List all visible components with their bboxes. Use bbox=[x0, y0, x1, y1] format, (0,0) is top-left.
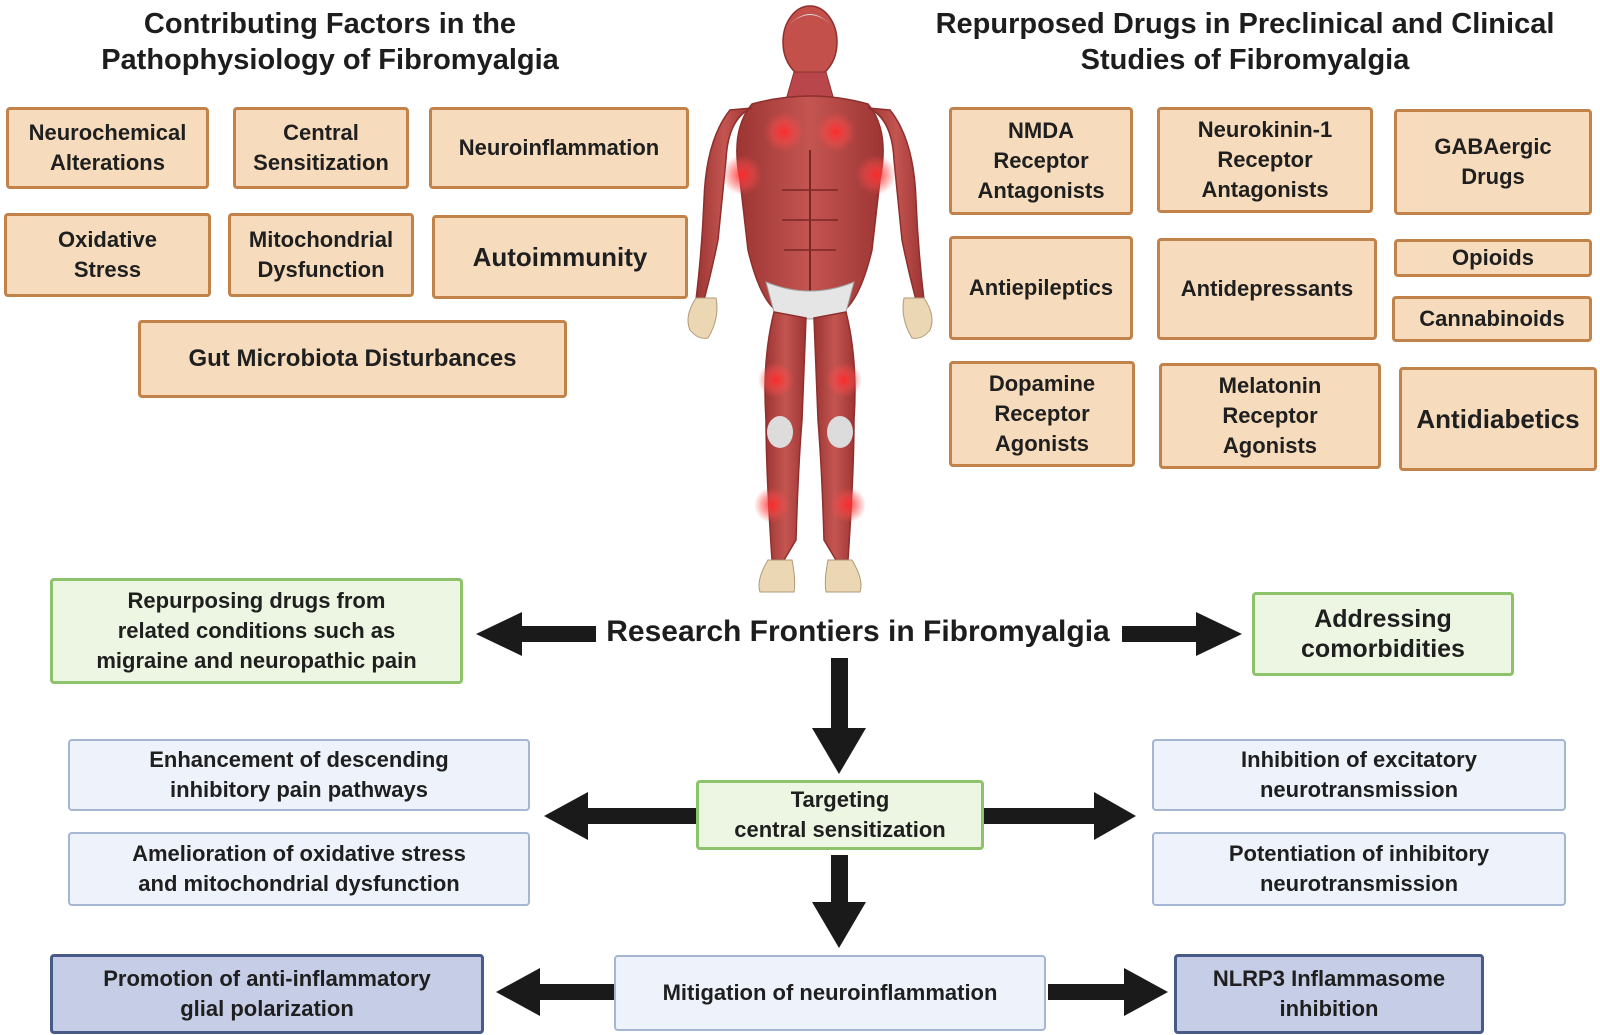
nlrp3-inhibition-box: NLRP3 Inflammasome inhibition bbox=[1174, 954, 1484, 1034]
pain-spot bbox=[758, 362, 794, 398]
excitatory-neurotransmission-box: Inhibition of excitatory neurotransmissi… bbox=[1152, 739, 1566, 811]
pain-spot bbox=[764, 112, 804, 152]
arrow-icon bbox=[1048, 968, 1168, 1016]
drug-melatonin-agonists: Melatonin Receptor Agonists bbox=[1159, 363, 1381, 469]
factor-neuroinflammation: Neuroinflammation bbox=[429, 107, 689, 189]
glial-polarization-box: Promotion of anti-inflammatory glial pol… bbox=[50, 954, 484, 1034]
pain-spot bbox=[754, 487, 790, 523]
arrow-icon bbox=[984, 792, 1136, 840]
descending-pathways-box: Enhancement of descending inhibitory pai… bbox=[68, 739, 530, 811]
mitigation-neuroinflammation-box: Mitigation of neuroinflammation bbox=[614, 955, 1046, 1031]
right-heading: Repurposed Drugs in Preclinical and Clin… bbox=[935, 8, 1555, 76]
drug-neurokinin-antagonists: Neurokinin-1 Receptor Antagonists bbox=[1157, 107, 1373, 213]
pain-spot bbox=[830, 487, 866, 523]
pain-spot bbox=[856, 155, 896, 195]
drug-gabaergic: GABAergic Drugs bbox=[1394, 109, 1592, 215]
drug-nmda-antagonists: NMDA Receptor Antagonists bbox=[949, 107, 1133, 215]
repurposing-drugs-box: Repurposing drugs from related condition… bbox=[50, 578, 463, 684]
drug-cannabinoids: Cannabinoids bbox=[1392, 296, 1592, 342]
oxidative-stress-box: Amelioration of oxidative stress and mit… bbox=[68, 832, 530, 906]
pain-spot bbox=[826, 362, 862, 398]
factor-mitochondrial-dysfunction: Mitochondrial Dysfunction bbox=[228, 213, 414, 297]
factor-central-sensitization: Central Sensitization bbox=[233, 107, 409, 189]
factor-autoimmunity: Autoimmunity bbox=[432, 215, 688, 299]
factor-neurochemical-alterations: Neurochemical Alterations bbox=[6, 107, 209, 189]
arrow-icon bbox=[1122, 612, 1242, 656]
factor-gut-microbiota: Gut Microbiota Disturbances bbox=[138, 320, 567, 398]
pain-spot bbox=[722, 155, 762, 195]
left-heading: Contributing Factors in the Pathophysiol… bbox=[101, 8, 559, 76]
drug-opioids: Opioids bbox=[1394, 239, 1592, 277]
arrow-icon bbox=[496, 968, 614, 1016]
research-frontiers-title: Research Frontiers in Fibromyalgia bbox=[606, 615, 1110, 648]
arrow-icon bbox=[812, 855, 866, 948]
drug-antiepileptics: Antiepileptics bbox=[949, 236, 1133, 340]
inhibitory-neurotransmission-box: Potentiation of inhibitory neurotransmis… bbox=[1152, 832, 1566, 906]
factor-oxidative-stress: Oxidative Stress bbox=[4, 213, 211, 297]
drug-antidiabetics: Antidiabetics bbox=[1399, 367, 1597, 471]
arrow-icon bbox=[476, 612, 596, 656]
arrow-icon bbox=[544, 792, 697, 840]
targeting-central-sensitization-box: Targeting central sensitization bbox=[696, 780, 984, 850]
arrow-icon bbox=[812, 658, 866, 774]
drug-antidepressants: Antidepressants bbox=[1157, 238, 1377, 340]
pain-spot bbox=[816, 112, 856, 152]
drug-dopamine-agonists: Dopamine Receptor Agonists bbox=[949, 361, 1135, 467]
addressing-comorbidities-box: Addressing comorbidities bbox=[1252, 592, 1514, 676]
